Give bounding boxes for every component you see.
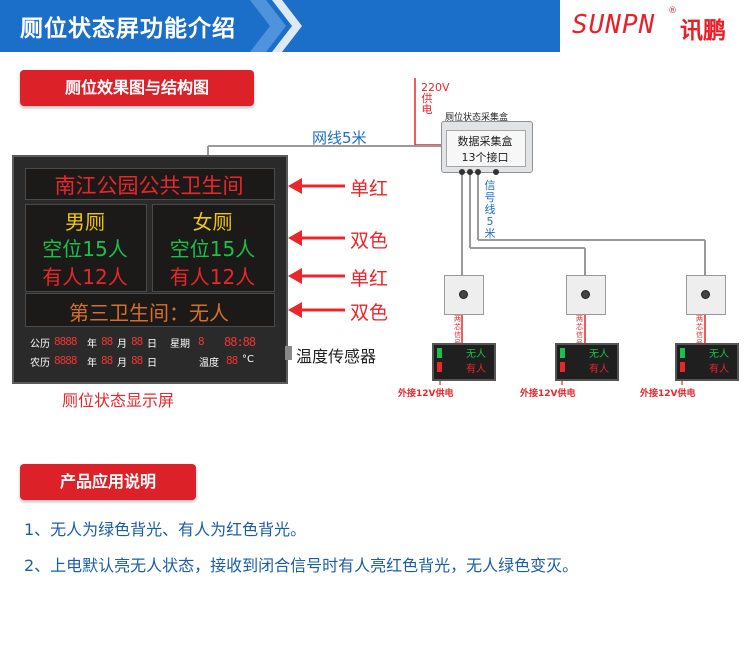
female-label: 女厕 — [192, 210, 233, 234]
power-220v-label: 220V供电 — [421, 81, 450, 116]
chevron-decoration-icon — [250, 0, 302, 52]
sensor-dot-icon — [581, 290, 590, 299]
mini-occupied-2: 有人 — [589, 364, 609, 375]
weekday-digit: 8 — [198, 335, 205, 348]
legend-dual-color-2: 双色 — [350, 302, 389, 324]
lunar-month-digits: 88 — [101, 354, 113, 367]
signal-cable-label: 信号线5米 — [484, 179, 496, 240]
power-12v-label-2: 外接12V供电 — [520, 389, 576, 399]
lunar-year-label: 年 — [87, 358, 97, 369]
mini-occupied-3: 有人 — [709, 364, 729, 375]
solar-calendar-label: 公历 — [30, 339, 50, 350]
door-status-display-3 — [675, 343, 739, 381]
collector-face — [446, 130, 526, 167]
mini-vacant-1: 无人 — [466, 349, 486, 360]
occupied-person-icon — [437, 362, 442, 372]
collector-title: 厕位状态采集盒 — [445, 113, 509, 123]
display-title: 南江公园公共卫生间 — [54, 174, 244, 198]
sensor-dot-icon — [701, 290, 710, 299]
connection-lines — [207, 78, 706, 385]
temperature-sensor-label: 温度传感器 — [296, 347, 377, 366]
vacant-person-icon — [680, 348, 685, 358]
description-2: 2、上电默认亮无人状态，接收到闭合信号时有人亮红色背光，无人绿色变灭。 — [24, 556, 579, 575]
solar-year-digits: 8888 — [54, 335, 77, 348]
solar-day-label: 日 — [147, 339, 157, 350]
lunar-month-label: 月 — [117, 358, 127, 369]
collector-ports-icon — [459, 169, 499, 175]
temperature-label: 温度 — [199, 358, 219, 369]
mini-vacant-3: 无人 — [709, 349, 729, 360]
vacant-person-icon — [560, 348, 565, 358]
lunar-year-digits: 8888 — [54, 354, 77, 367]
mini-vacant-2: 无人 — [589, 349, 609, 360]
clock-digits: 88:88 — [224, 335, 256, 349]
third-restroom-status: 第三卫生间：无人 — [69, 301, 229, 325]
female-section — [152, 204, 275, 292]
registered-mark: ® — [668, 6, 677, 16]
solar-month-label: 月 — [117, 339, 127, 350]
temperature-digits: 88 — [226, 354, 238, 367]
door-status-display-1 — [432, 343, 496, 381]
male-vacant: 空位15人 — [42, 237, 128, 261]
male-occupied: 有人12人 — [42, 265, 128, 289]
solar-day-digits: 88 — [131, 335, 143, 348]
temperature-sensor-icon — [285, 346, 292, 360]
logo-area — [560, 0, 750, 52]
occupied-person-icon — [560, 362, 565, 372]
mini-occupied-1: 有人 — [466, 364, 486, 375]
temperature-unit: °C — [242, 354, 254, 365]
brand-logo-latin: SUNPN — [572, 10, 656, 40]
weekday-label: 星期 — [170, 339, 190, 350]
display-caption: 厕位状态显示屏 — [62, 391, 175, 410]
female-vacant: 空位15人 — [169, 237, 256, 261]
male-label: 男厕 — [65, 210, 105, 234]
power-12v-label-1: 外接12V供电 — [398, 389, 454, 399]
third-restroom-box — [25, 293, 275, 327]
door-sensor-3 — [686, 275, 726, 315]
lunar-calendar-label: 农历 — [30, 358, 50, 369]
male-section — [25, 204, 147, 292]
occupied-person-icon — [680, 362, 685, 372]
solar-month-digits: 88 — [101, 335, 113, 348]
brand-logo-chinese: 讯鹏 — [680, 18, 726, 44]
door-status-display-2 — [555, 343, 619, 381]
female-occupied: 有人12人 — [169, 265, 256, 289]
power-12v-label-3: 外接12V供电 — [640, 389, 696, 399]
lunar-day-label: 日 — [147, 358, 157, 369]
network-cable-label: 网线5米 — [312, 129, 367, 147]
collector-line1: 数据采集盒 — [457, 135, 513, 148]
vacant-person-icon — [437, 348, 442, 358]
section-title-usage: 产品应用说明 — [20, 464, 196, 500]
solar-year-label: 年 — [87, 339, 97, 350]
collector-line2: 13个接口 — [461, 151, 509, 164]
legend-single-red-1: 单红 — [350, 178, 389, 200]
sensor-dot-icon — [459, 290, 468, 299]
legend-single-red-2: 单红 — [350, 268, 389, 290]
lunar-day-digits: 88 — [131, 354, 143, 367]
display-title-box — [25, 168, 275, 200]
description-1: 1、无人为绿色背光、有人为红色背光。 — [24, 520, 307, 539]
section-title-diagram: 厕位效果图与结构图 — [20, 70, 254, 106]
legend-dual-color-1: 双色 — [350, 230, 389, 252]
page-title: 厕位状态屏功能介绍 — [20, 16, 236, 42]
